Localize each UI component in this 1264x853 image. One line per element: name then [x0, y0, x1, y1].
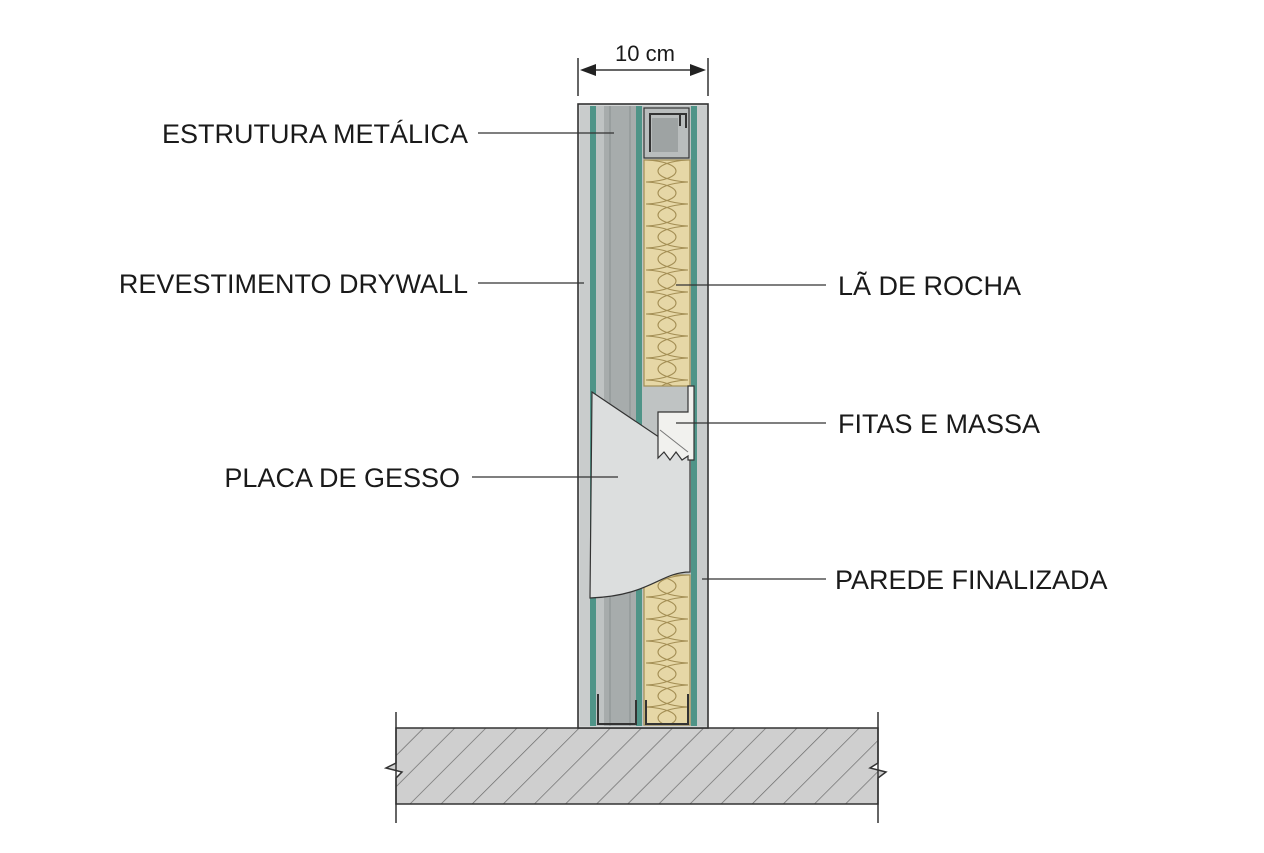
metal-stud-bottom — [597, 694, 689, 725]
membrane-middle — [636, 106, 642, 726]
label-rock-wool: LÃ DE ROCHA — [838, 270, 1021, 301]
rock-wool-fibre — [645, 662, 689, 686]
arrow-left-icon — [580, 64, 596, 76]
label-tape-and-compound: FITAS E MASSA — [838, 409, 1040, 439]
rock-wool-fibre — [645, 640, 689, 664]
metal-stud-top — [643, 107, 690, 159]
label-metal-frame: ESTRUTURA METÁLICA — [162, 119, 468, 149]
rock-wool-fibre — [645, 335, 689, 359]
concrete-slab — [383, 712, 888, 823]
rock-wool-fibre — [645, 247, 689, 271]
label-drywall-lining: REVESTIMENTO DRYWALL — [119, 269, 468, 299]
rock-wool-fibre — [645, 313, 689, 337]
rock-wool-fibre — [645, 225, 689, 249]
outer-gypsum-right — [697, 106, 707, 726]
rock-wool-fibre — [645, 684, 689, 708]
width-dimension: 10 cm — [577, 41, 709, 96]
rock-wool-fibre — [645, 160, 689, 183]
rock-wool-fibre — [645, 181, 689, 205]
outer-gypsum-left — [580, 106, 590, 726]
wall-section — [577, 103, 709, 729]
rock-wool-fibre — [645, 596, 689, 620]
rock-wool-bottom — [643, 574, 691, 726]
label-finished-wall: PAREDE FINALIZADA — [835, 565, 1108, 595]
rock-wool-top — [643, 159, 691, 387]
rock-wool-fibre — [645, 706, 689, 725]
arrow-right-icon — [690, 64, 706, 76]
rock-wool-fibre — [645, 379, 689, 386]
rock-wool-fibre — [645, 269, 689, 293]
dimension-label: 10 cm — [615, 41, 675, 66]
rock-wool-fibre — [645, 291, 689, 315]
rock-wool-fibre — [645, 618, 689, 642]
label-gypsum-board: PLACA DE GESSO — [224, 463, 460, 493]
rock-wool-fibre — [645, 203, 689, 227]
rock-wool-fibre — [645, 357, 689, 381]
